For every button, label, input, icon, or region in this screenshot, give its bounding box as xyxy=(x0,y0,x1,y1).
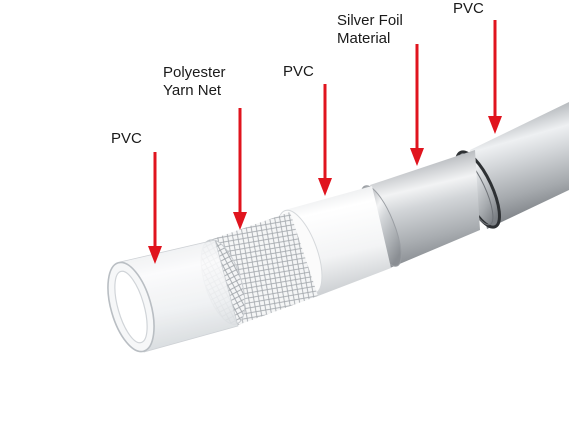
label-foil-line2: Material xyxy=(337,30,391,47)
label-pvc-inner: PVC xyxy=(111,130,142,147)
annotation-arrows xyxy=(148,20,502,264)
clear-pvc-rim-inner xyxy=(114,270,148,344)
label-polyester-yarn-net: Polyester Yarn Net xyxy=(163,64,226,100)
label-pvc-outer: PVC xyxy=(453,0,484,17)
label-foil-line1: Silver Foil xyxy=(337,12,403,29)
label-yarn-line1: Polyester xyxy=(163,64,226,81)
label-yarn-line2: Yarn Net xyxy=(163,82,222,99)
label-pvc-middle: PVC xyxy=(283,63,314,80)
label-silver-foil-material: Silver Foil Material xyxy=(337,12,403,48)
